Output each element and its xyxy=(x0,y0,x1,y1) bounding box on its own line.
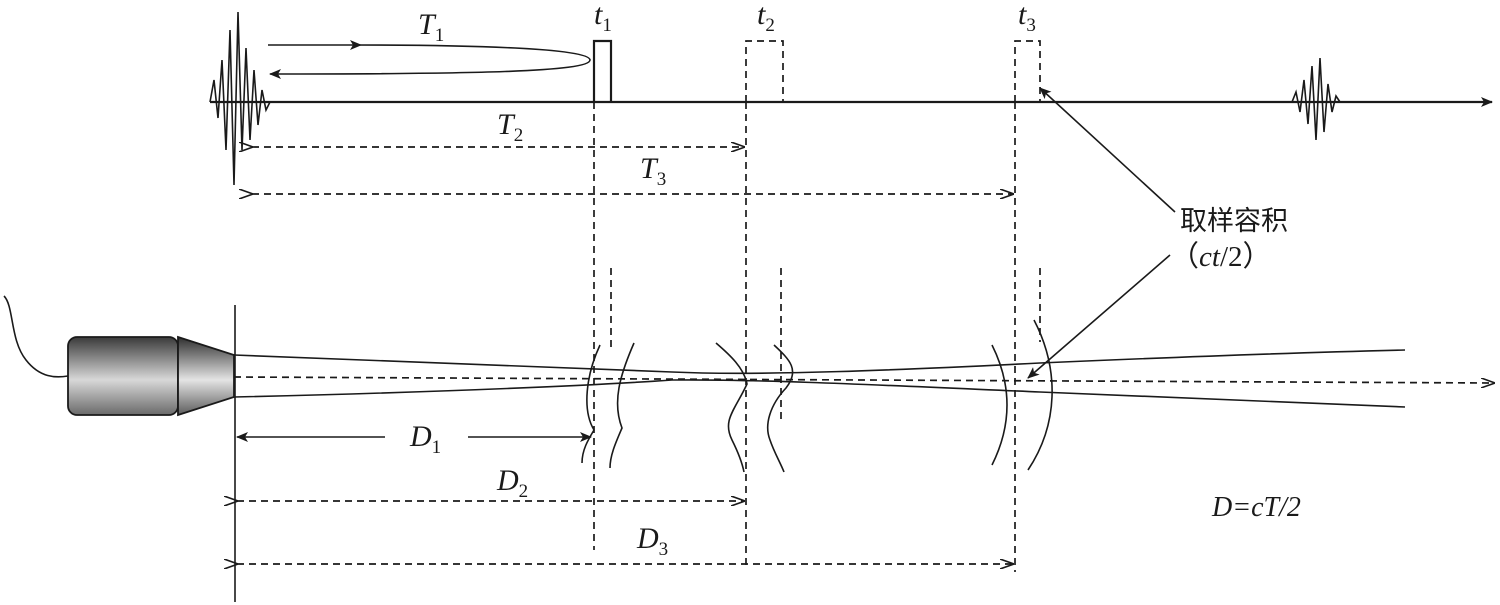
gate-t2 xyxy=(745,40,784,102)
distance-equation: D=cT/2 xyxy=(1211,492,1301,523)
gate-connector-lines xyxy=(593,102,1041,572)
wavefront-1b xyxy=(609,342,635,469)
label-t2: t2 xyxy=(757,0,775,36)
pointer-to-gate-t3 xyxy=(1039,87,1176,213)
t1-forward-head xyxy=(350,40,362,50)
beam-lower-edge xyxy=(233,379,1406,408)
label-T3: T3 xyxy=(640,152,666,190)
wavefront-2b xyxy=(766,344,794,473)
label-t1: t1 xyxy=(594,0,612,36)
sampling-volume-formula: （ct/2） xyxy=(1170,241,1272,273)
sampling-volume-label: 取样容积 xyxy=(1180,206,1288,237)
pointer-to-beam-sample xyxy=(1027,254,1171,379)
label-D2: D2 xyxy=(496,464,528,502)
transmit-pulse-wavelet xyxy=(209,11,271,186)
wavefront-1a xyxy=(581,344,601,464)
label-T1: T1 xyxy=(418,8,444,46)
label-t3: t3 xyxy=(1018,0,1036,36)
beam-section: D1 D2 D3 xyxy=(3,295,1494,602)
label-D1: D1 xyxy=(409,420,441,458)
label-T2: T2 xyxy=(497,108,523,146)
echo-wavelet xyxy=(1291,57,1341,141)
label-D3: D3 xyxy=(636,522,668,560)
wavefront-3b xyxy=(1027,319,1053,471)
timing-section: T1 t1 t2 t3 T2 T3 xyxy=(209,0,1493,194)
beam-upper-edge xyxy=(233,349,1406,375)
t1-loop-arrow xyxy=(269,44,591,79)
gate-t1 xyxy=(592,39,613,102)
wavefront-3a xyxy=(991,344,1008,466)
beam-axis xyxy=(233,376,1494,383)
transducer-cable xyxy=(3,295,69,378)
transducer-body xyxy=(67,336,179,416)
wavefront-2a xyxy=(715,342,748,473)
sampling-volume-annotation: 取样容积 （ct/2） D=cT/2 xyxy=(1027,87,1301,523)
transducer-nose xyxy=(177,335,235,417)
gate-t3 xyxy=(1014,40,1041,102)
